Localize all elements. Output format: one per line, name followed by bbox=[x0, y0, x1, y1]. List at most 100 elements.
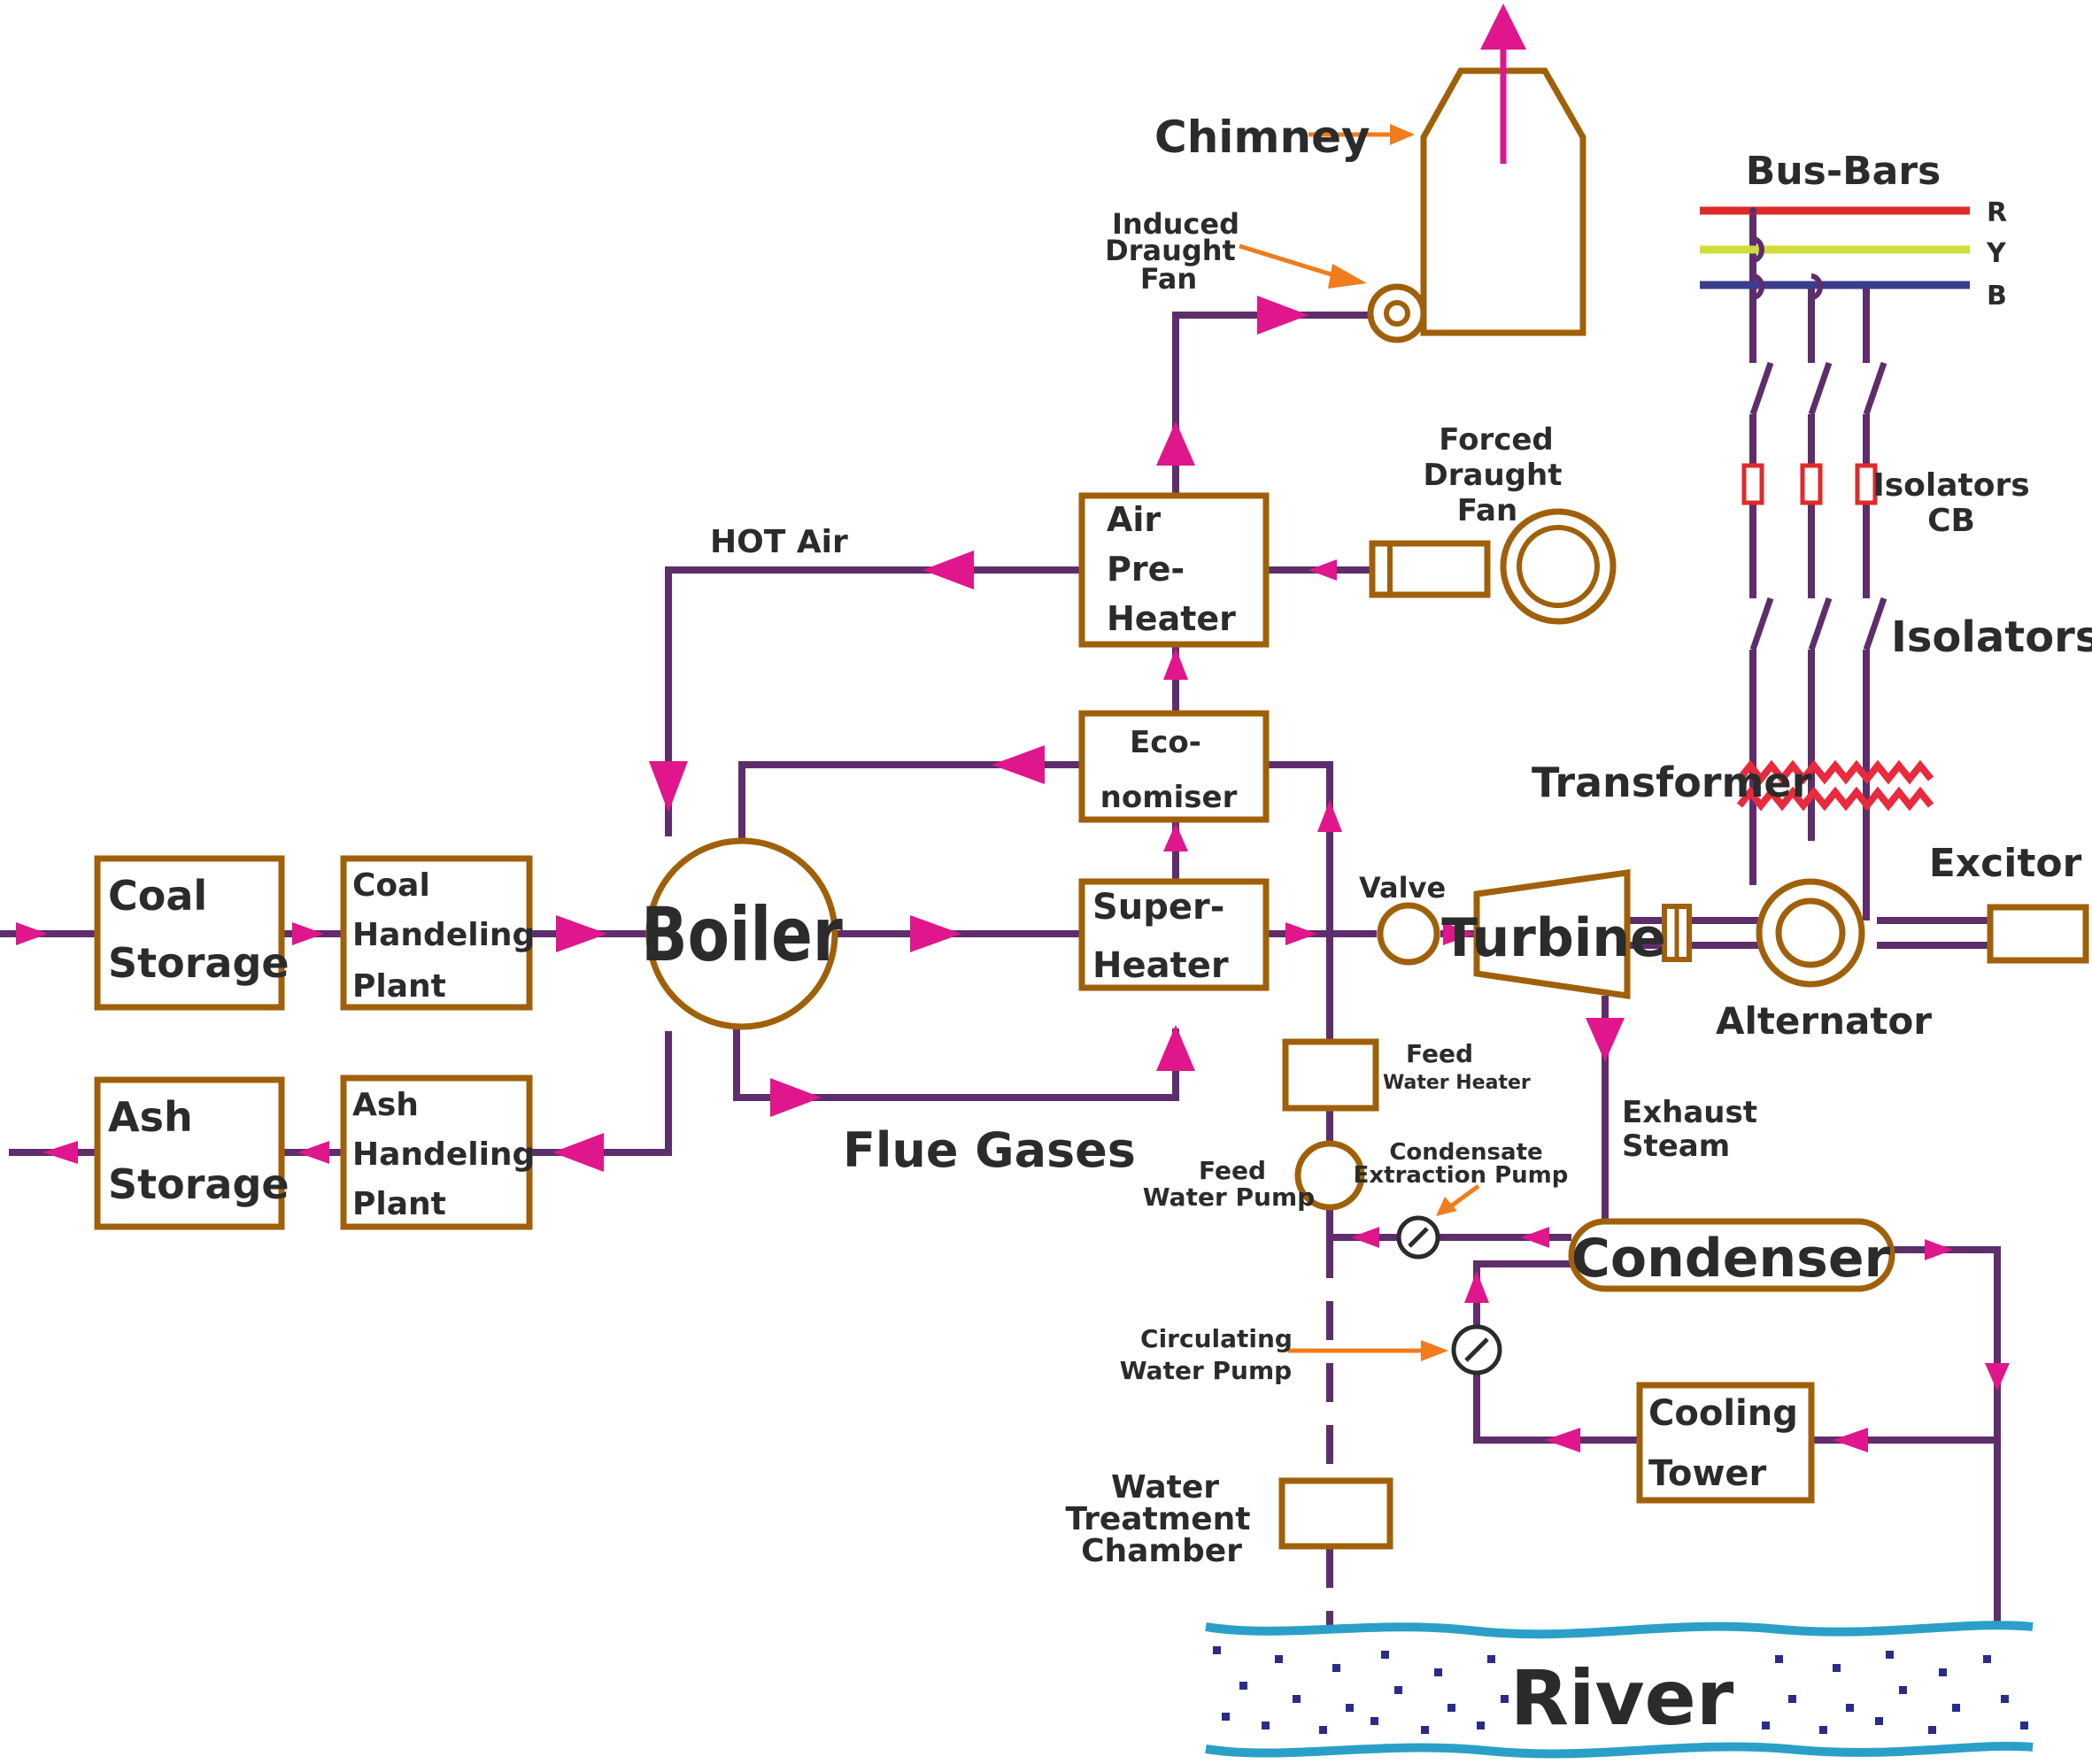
feed-water-heater-box bbox=[1282, 1038, 1379, 1112]
super-heater-box bbox=[1078, 878, 1270, 991]
ash-storage-box bbox=[94, 1076, 285, 1230]
feed-water-to-economiser-pipe bbox=[1266, 761, 1333, 1042]
arrow-preheater-up bbox=[1156, 421, 1195, 466]
arrow-economiser-to-boiler bbox=[992, 745, 1045, 784]
induced-draught-fan bbox=[1367, 283, 1427, 343]
arrow-ash-from-boiler bbox=[552, 1133, 604, 1172]
condenser-body bbox=[1568, 1218, 1895, 1292]
river-bottom-bank bbox=[1205, 1741, 2034, 1759]
river-label: River bbox=[1510, 1654, 1734, 1743]
alternator-label: Alternator bbox=[1716, 999, 1932, 1043]
isolators-label: Isolators bbox=[1891, 612, 2092, 662]
phase-b-label: B bbox=[1987, 281, 2007, 312]
arrow-valve-to-turbine bbox=[1443, 922, 1475, 945]
arrow-ash-to-storage bbox=[297, 1141, 329, 1164]
boiler-to-ash-handling-pipe bbox=[529, 1031, 672, 1156]
isolator-switches bbox=[1749, 361, 1887, 651]
cooling-tower-box bbox=[1636, 1382, 1815, 1504]
feed-water-pump-circle bbox=[1294, 1140, 1365, 1211]
circ-pump-to-condenser-pipe bbox=[1473, 1260, 1571, 1325]
chimney-body bbox=[1420, 67, 1586, 336]
transformer-coils bbox=[1736, 759, 1934, 812]
valve-circle bbox=[1377, 902, 1440, 966]
phase-y-label: Y bbox=[1986, 238, 2007, 269]
arrow-fd-fan bbox=[1308, 559, 1337, 581]
chimney bbox=[1420, 35, 1586, 336]
boiler-circle bbox=[645, 837, 838, 1030]
bus-bars-label: Bus-Bars bbox=[1746, 149, 1941, 194]
arrow-feed-up bbox=[1317, 800, 1342, 832]
arrow-coal-to-handling bbox=[292, 922, 324, 945]
arrow-coal-in bbox=[16, 922, 48, 945]
bus-hop-y bbox=[1810, 273, 1823, 300]
air-pre-heater-box bbox=[1078, 492, 1270, 648]
preheater-to-id-fan-pipe bbox=[1172, 312, 1370, 496]
bus-hop-r bbox=[1752, 236, 1764, 263]
valve-label: Valve bbox=[1359, 871, 1446, 905]
circuit-breakers bbox=[1741, 463, 1878, 505]
arrow-condensate-left1 bbox=[1351, 1227, 1379, 1248]
bus-hop-r2 bbox=[1752, 273, 1764, 300]
boiler-to-economiser-pipe bbox=[738, 761, 1082, 839]
pointer-arrows bbox=[1239, 124, 1480, 1361]
excitor-box bbox=[1987, 904, 2089, 964]
ash-handling-box bbox=[340, 1075, 533, 1230]
arrow-superheater-out bbox=[1285, 922, 1317, 945]
super-heater-label: Super-Heater bbox=[1092, 887, 1229, 986]
economiser-box bbox=[1078, 710, 1270, 823]
arrow-chimney-up bbox=[1480, 4, 1526, 50]
arrow-handling-to-boiler bbox=[556, 915, 607, 952]
arrow-hot-air-down bbox=[649, 761, 688, 813]
coal-handling-box bbox=[340, 855, 533, 1011]
arrow-condensate-left2 bbox=[1521, 1227, 1549, 1248]
condensate-pump-symbol bbox=[1408, 1227, 1429, 1248]
arrow-exhaust-down bbox=[1586, 1018, 1625, 1062]
hot-air-pipe bbox=[665, 566, 1082, 836]
river-top-bank bbox=[1205, 1621, 2034, 1639]
flue-gas-pipe bbox=[733, 1028, 1179, 1101]
arrow-condenser-out bbox=[1925, 1239, 1953, 1260]
chimney-label: Chimney bbox=[1154, 112, 1370, 163]
turbine-body bbox=[1473, 868, 1631, 1000]
arrow-to-cooling-tower bbox=[1833, 1428, 1868, 1452]
water-treatment-box bbox=[1278, 1477, 1393, 1550]
arrow-ash-out bbox=[42, 1141, 78, 1164]
river bbox=[1205, 1621, 2034, 1759]
arrow-to-id-fan bbox=[1257, 296, 1308, 335]
forced-draught-fan bbox=[1369, 508, 1617, 625]
turbine-shaft-pipe bbox=[1627, 917, 1990, 949]
hot-air-label: HOT Air bbox=[710, 524, 848, 560]
economiser-label: Eco-nomiser bbox=[1100, 725, 1238, 815]
arrow-hot-air bbox=[922, 551, 974, 589]
phase-r-label: R bbox=[1987, 197, 2007, 228]
arrow-from-cooling-tower bbox=[1545, 1428, 1580, 1452]
arrow-circ-up bbox=[1464, 1271, 1489, 1303]
arrow-flue-gas bbox=[770, 1078, 822, 1117]
cooling-tower-outlet-pipe bbox=[1473, 1374, 1640, 1444]
arrow-flue-up bbox=[1156, 1025, 1195, 1071]
boiler-label: Boiler bbox=[641, 892, 843, 978]
circulating-pump-symbol bbox=[1464, 1337, 1489, 1362]
arrow-economiser-to-preheater bbox=[1163, 648, 1188, 680]
transformer-label: Transformer bbox=[1532, 759, 1812, 806]
bus-junction-r bbox=[1749, 207, 1756, 214]
bus-bars bbox=[1700, 206, 1970, 300]
arrow-to-river-down bbox=[1985, 1363, 2010, 1391]
arrow-boiler-to-superheater bbox=[910, 915, 961, 952]
turbine-label: Turbine bbox=[1441, 907, 1666, 969]
